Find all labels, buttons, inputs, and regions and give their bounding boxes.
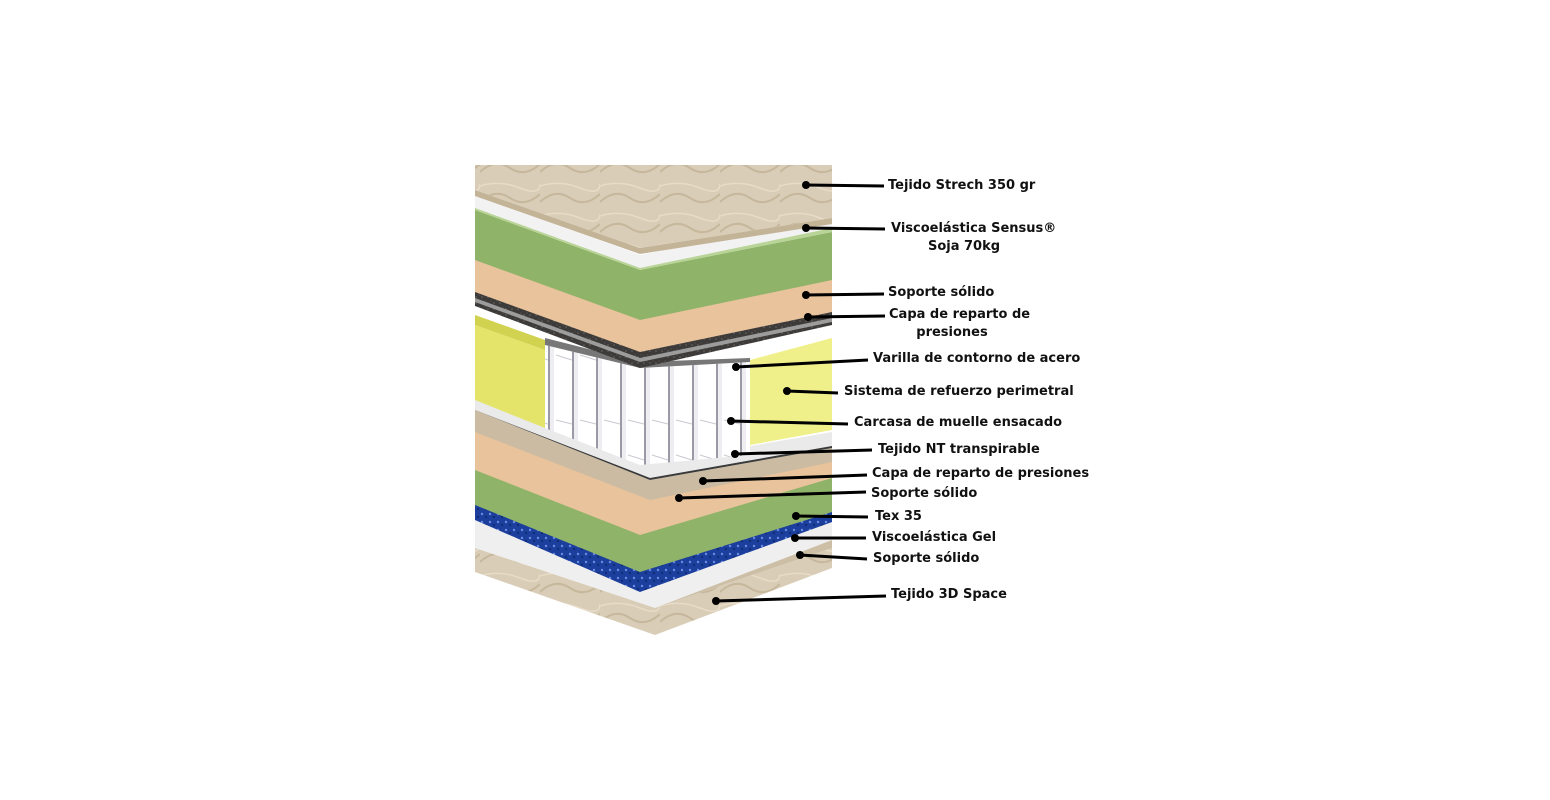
leader-dot-soporte-solido-2 [675, 494, 683, 502]
leader-line-soporte-solido-1 [805, 292, 885, 297]
leader-dot-carcasa-muelle [727, 417, 735, 425]
leader-dot-varilla-contorno [732, 363, 740, 371]
label-line: Capa de reparto de [889, 307, 1031, 322]
label-line: Capa de reparto de presiones [872, 466, 1090, 481]
label-line: Soja 70kg [927, 239, 1001, 254]
leader-dot-tex-35 [792, 512, 800, 520]
label-line: Sistema de refuerzo perimetral [844, 384, 1074, 399]
leader-dot-viscoelastica-sensus [802, 224, 810, 232]
layer-carcasa-muelle [545, 338, 750, 465]
label-line: Soporte sólido [873, 551, 980, 566]
layer-soporte-solido-2 [475, 430, 832, 535]
layer-soporte-solido-3 [475, 520, 832, 608]
leader-line-capa-reparto-2 [702, 473, 868, 483]
label-capa-reparto-1: Capa de reparto de presiones [889, 306, 1031, 342]
label-tejido-strech: Tejido Strech 350 gr [888, 177, 1035, 195]
label-tejido-nt: Tejido NT transpirable [878, 441, 1040, 459]
label-line: Tejido NT transpirable [878, 442, 1040, 457]
label-line: Varilla de contorno de acero [873, 351, 1081, 366]
label-line: Tejido 3D Space [891, 587, 1007, 602]
leader-line-tejido-strech [805, 183, 885, 188]
label-carcasa-muelle: Carcasa de muelle ensacado [854, 414, 1062, 432]
label-line: Soporte sólido [871, 486, 978, 501]
layer-sistema-refuerzo-left [475, 315, 545, 428]
leader-dot-tejido-nt [731, 450, 739, 458]
leader-dot-soporte-solido-3 [796, 551, 804, 559]
label-line: Viscoelástica Gel [872, 530, 997, 545]
layer-soporte-solido-1 [475, 258, 832, 352]
leader-line-viscoelastica-sensus [805, 226, 886, 231]
label-line: Carcasa de muelle ensacado [854, 415, 1063, 430]
leader-line-capa-reparto-1 [807, 314, 886, 319]
leader-dot-sistema-refuerzo [783, 387, 791, 395]
label-line: Viscoelástica Sensus® [891, 221, 1057, 236]
label-capa-reparto-2: Capa de reparto de presiones [872, 465, 1089, 483]
layer-viscoelastica-sensus [475, 200, 832, 320]
leader-dot-soporte-solido-1 [802, 291, 810, 299]
label-sistema-refuerzo: Sistema de refuerzo perimetral [844, 383, 1074, 401]
leader-line-tex-35 [795, 514, 869, 519]
label-line: Soporte sólido [888, 285, 995, 300]
label-varilla-contorno: Varilla de contorno de acero [873, 350, 1080, 368]
leader-line-carcasa-muelle [730, 419, 849, 426]
label-soporte-solido-3: Soporte sólido [873, 550, 979, 568]
layer-tejido-strech [475, 165, 832, 254]
label-tex-35: Tex 35 [875, 508, 922, 526]
leader-line-varilla-contorno [735, 358, 869, 369]
leader-line-soporte-solido-2 [678, 490, 867, 500]
leader-line-soporte-solido-3 [799, 553, 868, 561]
label-line: Tex 35 [875, 509, 922, 524]
leader-dot-tejido-3d-space [712, 597, 720, 605]
leader-line-sistema-refuerzo [786, 389, 839, 395]
label-line: presiones [916, 325, 988, 340]
leader-dot-capa-reparto-2 [699, 477, 707, 485]
label-line: Tejido Strech 350 gr [888, 178, 1036, 193]
leader-dot-capa-reparto-1 [804, 313, 812, 321]
layer-white-top [475, 195, 832, 268]
layer-tejido-nt [475, 395, 832, 478]
leader-dot-tejido-strech [802, 181, 810, 189]
leader-dot-viscoelastica-gel [791, 534, 799, 542]
leader-line-tejido-nt [734, 448, 873, 456]
leader-lines [675, 181, 887, 605]
label-viscoelastica-sensus: Viscoelástica Sensus® Soja 70kg [891, 220, 1057, 256]
label-tejido-3d-space: Tejido 3D Space [891, 586, 1007, 604]
layer-capa-reparto-1 [475, 290, 832, 368]
leader-line-tejido-3d-space [715, 594, 887, 603]
layer-viscoelastica-gel [475, 498, 832, 592]
label-soporte-solido-1: Soporte sólido [888, 284, 994, 302]
label-viscoelastica-gel: Viscoelástica Gel [872, 529, 996, 547]
label-soporte-solido-2: Soporte sólido [871, 485, 977, 503]
